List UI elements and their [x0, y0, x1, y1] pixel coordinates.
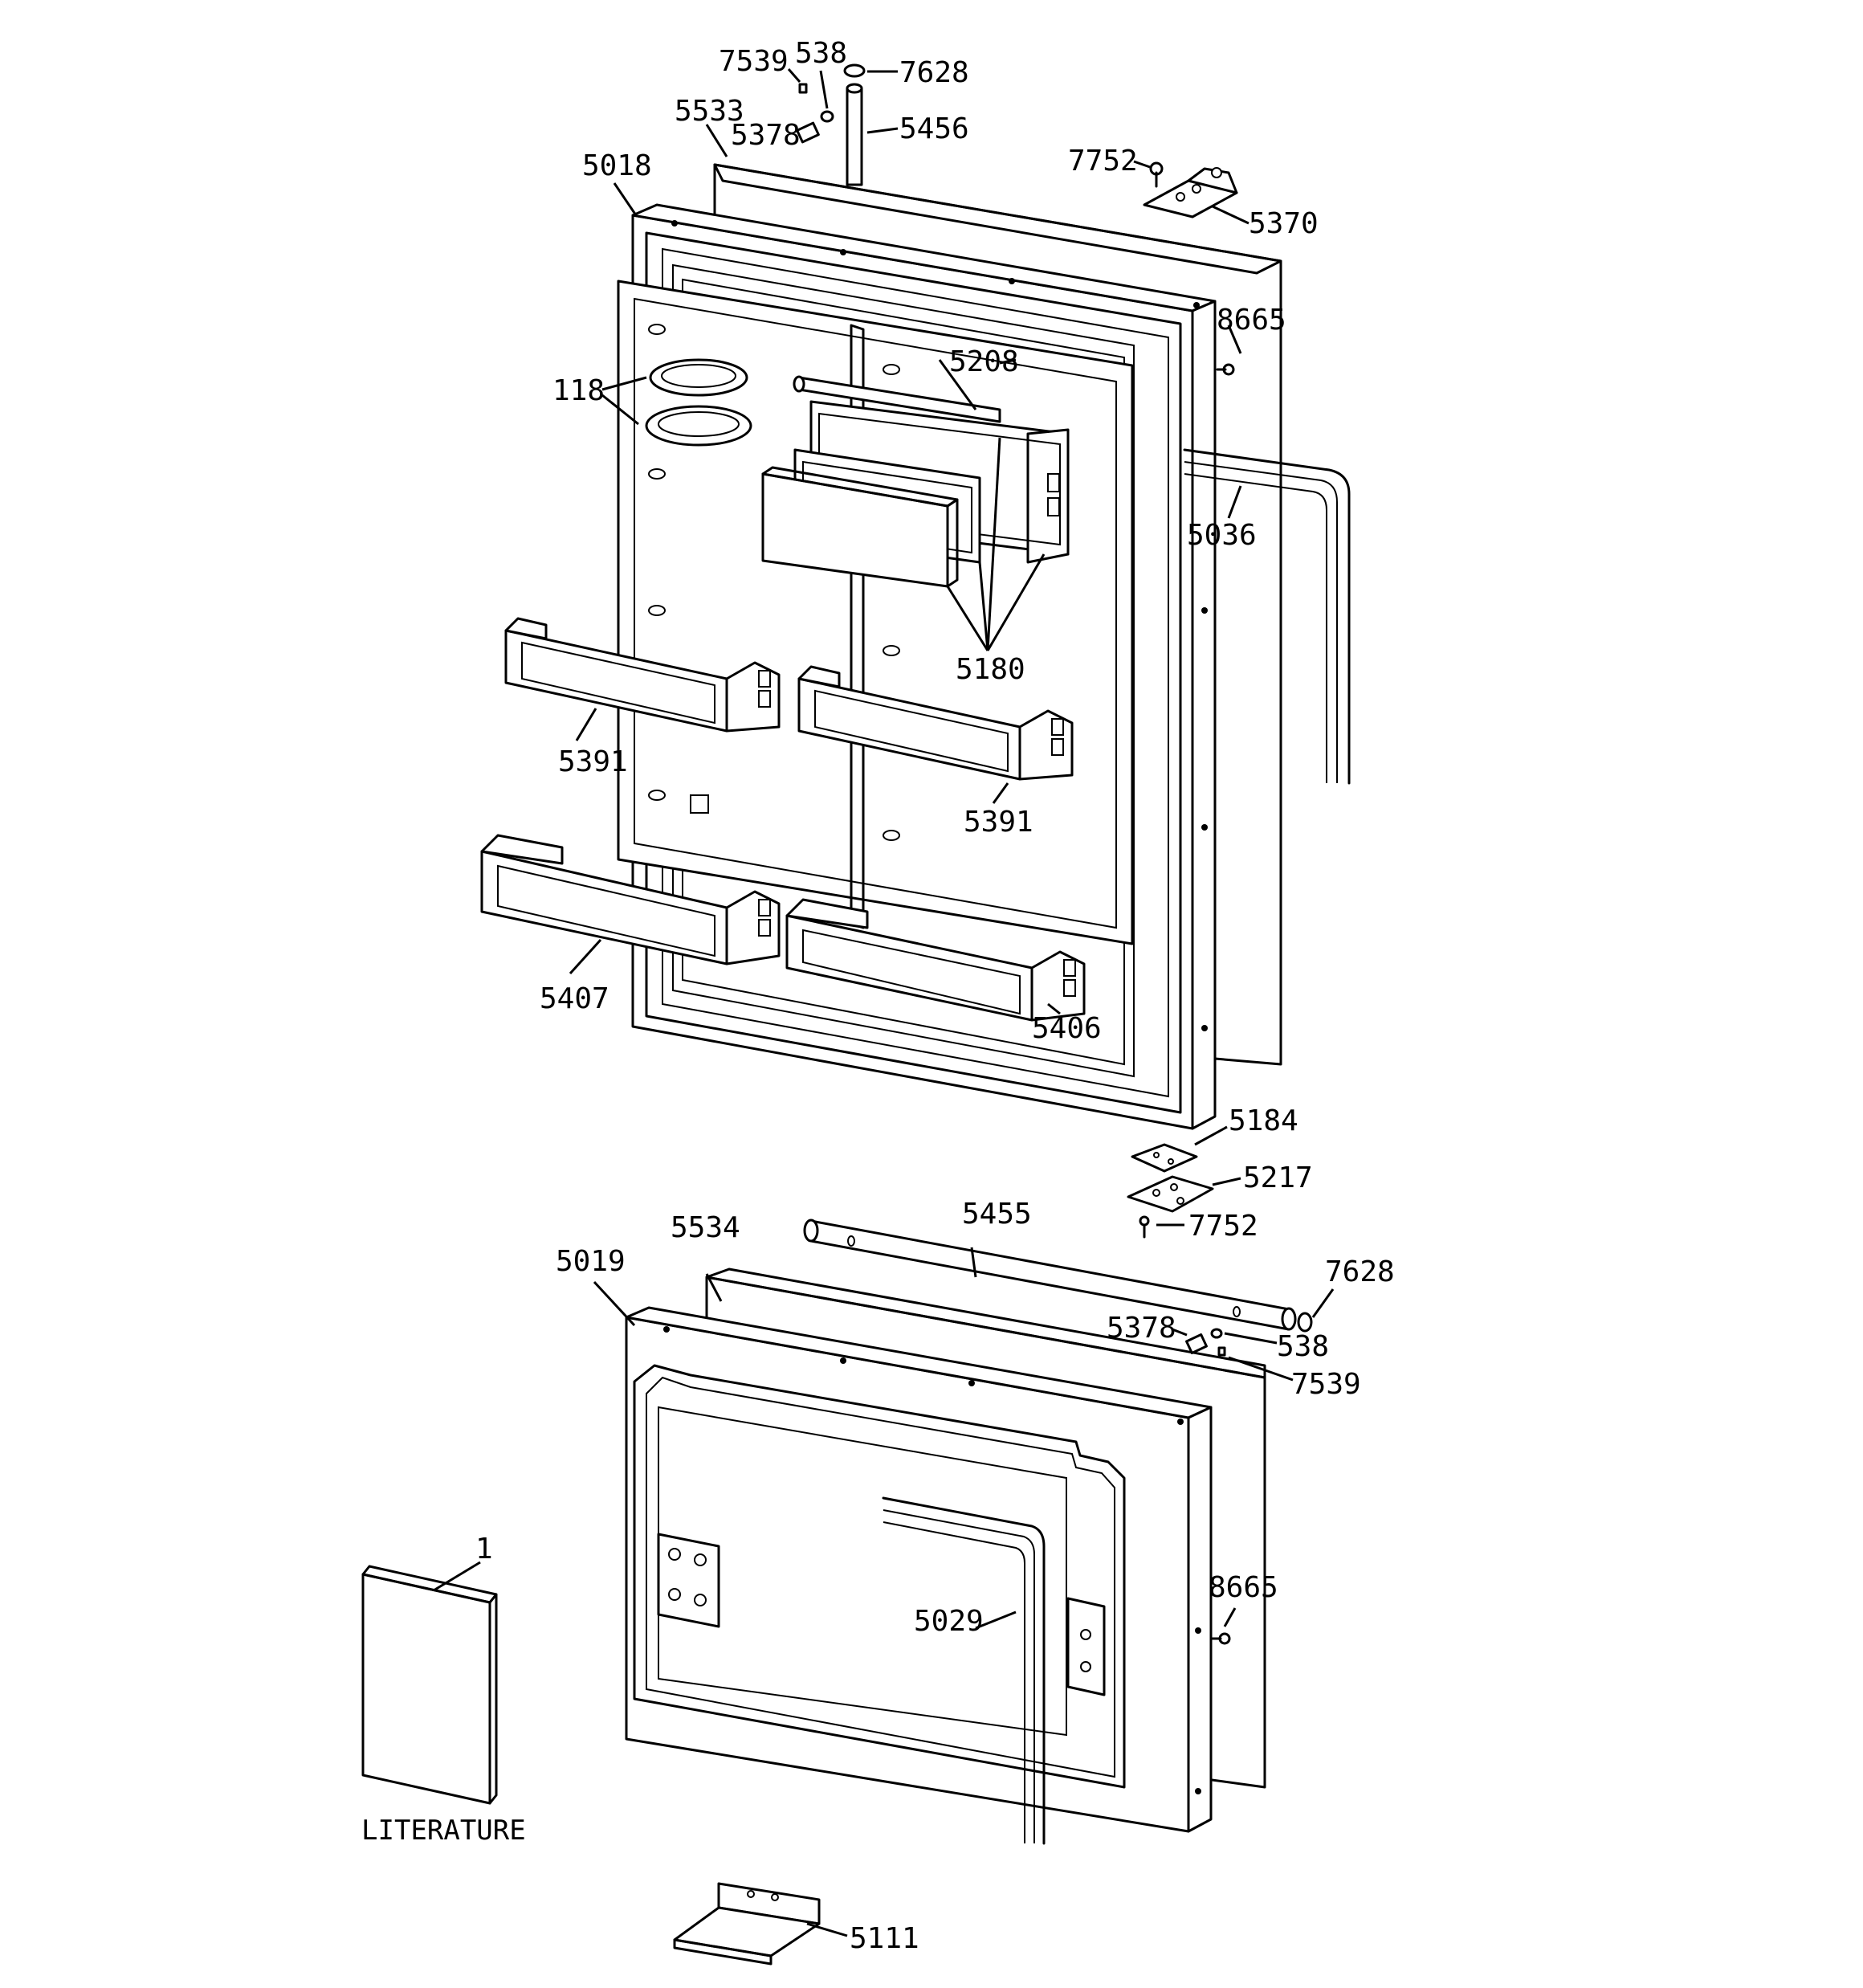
center-hinge-5217 — [1127, 1175, 1214, 1213]
bracket-5111 — [673, 1882, 821, 1966]
callout-5180: 5180 — [956, 653, 1025, 686]
callout-118: 118 — [552, 374, 605, 407]
callout-5455: 5455 — [962, 1198, 1032, 1231]
callout-8665-top: 8665 — [1217, 304, 1286, 337]
lower-hinge-small-parts — [1185, 1328, 1226, 1357]
upper-hinge-5370 — [1143, 167, 1238, 218]
callout-5184: 5184 — [1229, 1104, 1298, 1137]
screw-7752-center — [1139, 1215, 1150, 1239]
callout-5036: 5036 — [1187, 519, 1257, 552]
door-bin-5406 — [785, 898, 1086, 1022]
callout-5391-right: 5391 — [964, 806, 1033, 839]
callout-7539-lower: 7539 — [1291, 1368, 1361, 1401]
leader-lines — [433, 68, 1335, 1937]
callout-5407: 5407 — [540, 982, 609, 1015]
callout-5533: 5533 — [675, 95, 744, 128]
callout-7752-center: 7752 — [1188, 1210, 1258, 1243]
door-bin-5407 — [480, 834, 781, 965]
lower-door-mount-plate-right — [1066, 1597, 1106, 1696]
door-gasket-lower-5029 — [882, 1496, 1046, 1845]
callout-7539-top: 7539 — [719, 45, 789, 78]
egg-tray-118 — [645, 358, 752, 447]
callout-5534: 5534 — [671, 1211, 740, 1244]
callout-8665-lower: 8665 — [1209, 1571, 1278, 1604]
callout-5217: 5217 — [1243, 1161, 1313, 1194]
callout-5370: 5370 — [1249, 207, 1319, 240]
callout-labels: 7539 538 7628 5533 5378 5456 5018 7752 5… — [361, 37, 1395, 1955]
door-shelf-5391-left — [504, 617, 781, 733]
lower-hinge-pin-5455 — [803, 1219, 1313, 1333]
callout-5019: 5019 — [556, 1245, 626, 1278]
screw-8665-lower — [1211, 1632, 1231, 1645]
dairy-door-bar-5208 — [793, 375, 1001, 423]
lower-door-mount-plate-left — [657, 1533, 720, 1628]
door-gasket-upper — [1183, 448, 1351, 785]
literature-label: LITERATURE — [361, 1815, 526, 1847]
screw-8665-upper — [1216, 363, 1235, 376]
callout-538-lower: 538 — [1277, 1330, 1329, 1363]
screw-7752-upper — [1149, 161, 1164, 188]
callout-5018: 5018 — [582, 149, 652, 182]
center-hinge-5184 — [1131, 1143, 1198, 1173]
callout-1: 1 — [475, 1533, 493, 1565]
callout-5378-lower: 5378 — [1107, 1312, 1176, 1345]
upper-hinge-small-parts — [796, 83, 834, 144]
upper-hinge-pin-5456 — [843, 63, 866, 186]
callout-5208: 5208 — [949, 345, 1019, 378]
callout-5111: 5111 — [850, 1922, 919, 1955]
door-shelf-5391-right — [797, 665, 1074, 781]
callout-5378-top: 5378 — [731, 119, 801, 152]
callout-7628-top: 7628 — [899, 56, 969, 89]
callout-7752-top: 7752 — [1068, 145, 1138, 178]
callout-5456: 5456 — [899, 112, 969, 145]
callout-5406: 5406 — [1032, 1012, 1102, 1045]
callout-538-top: 538 — [795, 37, 847, 70]
callout-7628-lower: 7628 — [1325, 1255, 1395, 1288]
callout-5391-left: 5391 — [558, 745, 628, 778]
literature-booklet — [361, 1565, 498, 1805]
callout-5029: 5029 — [914, 1605, 984, 1638]
dairy-compartment-5180 — [761, 400, 1070, 588]
lower-door-liner — [625, 1306, 1213, 1833]
